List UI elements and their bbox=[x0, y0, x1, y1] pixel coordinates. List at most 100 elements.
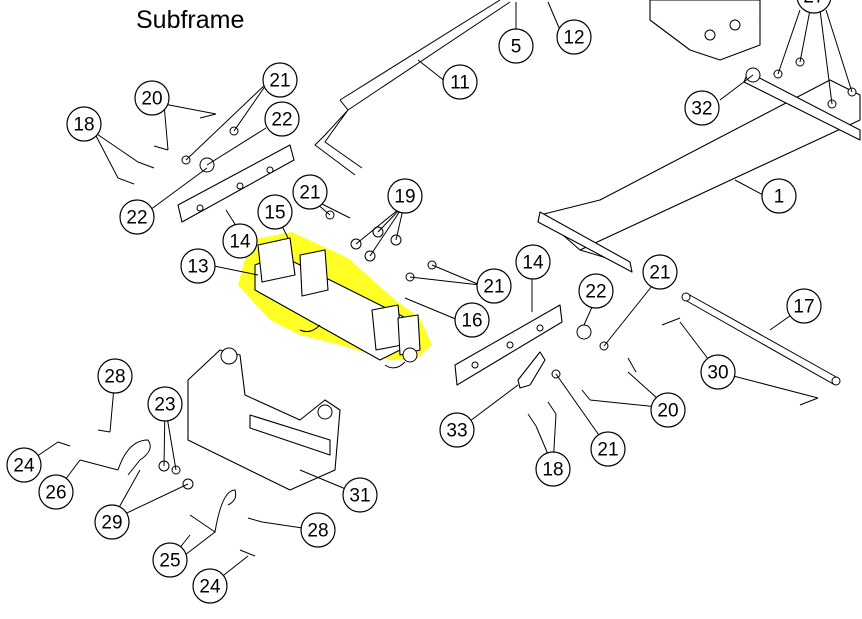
callout-21: 21 bbox=[642, 254, 678, 290]
callout-label: 24 bbox=[13, 456, 35, 477]
callout-22: 22 bbox=[119, 199, 155, 235]
callout-20: 20 bbox=[134, 80, 170, 116]
callout-label: 15 bbox=[264, 203, 285, 224]
bolt-part-18-c bbox=[527, 413, 537, 427]
plate-part-14-left bbox=[177, 144, 295, 223]
callout-21: 21 bbox=[590, 431, 626, 467]
callout-26: 26 bbox=[38, 474, 74, 510]
callout-label: 19 bbox=[394, 187, 415, 208]
callout-label: 21 bbox=[299, 183, 320, 204]
callout-24: 24 bbox=[6, 447, 42, 483]
bolt-part-20-c bbox=[627, 357, 637, 373]
callout-label: 11 bbox=[450, 73, 470, 94]
cotter-part-30-a bbox=[661, 317, 681, 326]
callout-31: 31 bbox=[342, 477, 378, 513]
callout-28: 28 bbox=[300, 512, 336, 548]
bolt-part-18-d bbox=[547, 401, 557, 415]
callout-15: 15 bbox=[257, 194, 293, 230]
spring-part-26 bbox=[79, 439, 151, 476]
callout-label: 5 bbox=[511, 37, 522, 58]
bolt-part-28-b bbox=[247, 517, 263, 523]
bolt-part-20-b bbox=[153, 145, 169, 151]
callout-11: 11 bbox=[442, 64, 478, 100]
bolt-part-28-a bbox=[97, 429, 111, 433]
callout-14: 14 bbox=[515, 244, 551, 280]
callout-25: 25 bbox=[152, 542, 188, 578]
callout-label: 32 bbox=[691, 99, 712, 120]
callout-label: 28 bbox=[104, 367, 125, 388]
bolt-part-18-b bbox=[137, 161, 155, 169]
callout-12: 12 bbox=[556, 19, 592, 55]
callout-label: 29 bbox=[101, 513, 122, 534]
callout-label: 30 bbox=[707, 363, 728, 384]
callout-layer: 2751211321212022182214152119131421162221… bbox=[6, 0, 832, 604]
weldment-part-13 bbox=[254, 237, 421, 369]
callout-21: 21 bbox=[292, 174, 328, 210]
callout-label: 24 bbox=[199, 577, 221, 598]
rod-part-17 bbox=[681, 292, 841, 386]
callout-32: 32 bbox=[684, 90, 720, 126]
callout-label: 25 bbox=[159, 551, 180, 572]
callout-label: 28 bbox=[307, 521, 328, 542]
callout-label: 23 bbox=[154, 395, 175, 416]
main-frame-part-1 bbox=[537, 67, 861, 273]
callout-14: 14 bbox=[222, 223, 258, 259]
callout-24: 24 bbox=[192, 568, 228, 604]
callout-label: 20 bbox=[141, 89, 162, 110]
callout-29: 29 bbox=[94, 504, 130, 540]
plate-part-14-right bbox=[454, 304, 563, 386]
washer-part-22-b bbox=[576, 324, 592, 340]
bracket-part-33 bbox=[517, 351, 546, 389]
callout-label: 18 bbox=[542, 460, 563, 481]
callout-label: 22 bbox=[271, 110, 292, 131]
callout-22: 22 bbox=[264, 101, 300, 137]
bolt-part-20-a bbox=[199, 113, 217, 119]
callout-17: 17 bbox=[786, 288, 822, 324]
callout-30: 30 bbox=[700, 354, 736, 390]
callout-label: 21 bbox=[483, 277, 504, 298]
callout-label: 16 bbox=[461, 311, 482, 332]
callout-label: 18 bbox=[73, 115, 94, 136]
callout-20: 20 bbox=[650, 392, 686, 428]
callout-label: 1 bbox=[774, 187, 785, 208]
callout-33: 33 bbox=[439, 412, 475, 448]
callout-18: 18 bbox=[66, 106, 102, 142]
callout-label: 13 bbox=[187, 257, 208, 278]
callout-18: 18 bbox=[535, 451, 571, 487]
bracket-part-31 bbox=[187, 347, 341, 491]
callout-21: 21 bbox=[476, 268, 512, 304]
callout-label: 21 bbox=[269, 71, 290, 92]
callout-23: 23 bbox=[147, 386, 183, 422]
cotter-part-30-b bbox=[799, 397, 819, 406]
callout-label: 22 bbox=[585, 282, 606, 303]
pin-part-24-b bbox=[239, 549, 256, 557]
callout-label: 21 bbox=[649, 263, 670, 284]
rod-part-11 bbox=[314, 0, 511, 176]
callout-16: 16 bbox=[454, 302, 490, 338]
callout-label: 26 bbox=[45, 483, 66, 504]
diagram-title: Subframe bbox=[136, 6, 245, 34]
callout-1: 1 bbox=[761, 178, 797, 214]
callout-27: 27 bbox=[796, 0, 832, 14]
callout-label: 12 bbox=[563, 28, 584, 49]
callout-label: 21 bbox=[597, 440, 618, 461]
hitch-bracket-top bbox=[649, 0, 761, 61]
callout-label: 14 bbox=[522, 253, 544, 274]
callout-5: 5 bbox=[498, 28, 534, 64]
callout-label: 22 bbox=[126, 208, 147, 229]
callout-21: 21 bbox=[262, 62, 298, 98]
callout-label: 17 bbox=[793, 297, 814, 318]
callout-22: 22 bbox=[578, 273, 614, 309]
callout-label: 33 bbox=[446, 421, 467, 442]
callout-label: 14 bbox=[229, 232, 251, 253]
callout-19: 19 bbox=[387, 178, 423, 214]
callout-13: 13 bbox=[180, 248, 216, 284]
callout-28: 28 bbox=[97, 358, 133, 394]
callout-label: 31 bbox=[349, 486, 370, 507]
spring-part-25 bbox=[184, 489, 237, 556]
pin-part-24-a bbox=[57, 441, 71, 447]
callout-label: 20 bbox=[657, 401, 678, 422]
bolt-part-20-d bbox=[581, 389, 591, 401]
